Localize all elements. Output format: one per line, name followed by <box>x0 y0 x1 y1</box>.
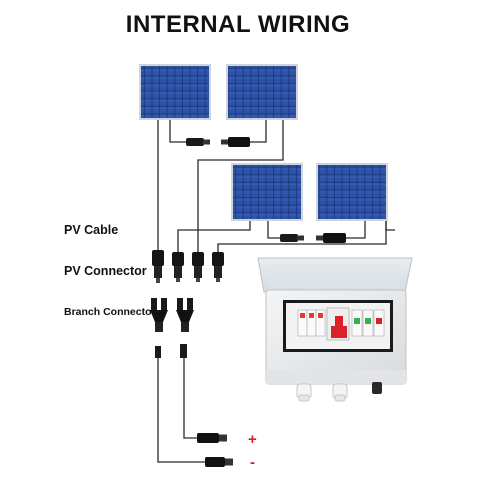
solar-panel-mid-left <box>231 163 303 221</box>
solar-panel-mid-right <box>316 163 388 221</box>
pv-connector-label: PV Connector <box>64 264 147 278</box>
page-title: INTERNAL WIRING <box>126 11 350 38</box>
solar-panel-top-left <box>139 64 211 120</box>
series-connector-mid <box>280 233 346 243</box>
combiner-box <box>257 257 413 402</box>
solar-panel-top-right <box>226 64 298 120</box>
branch-output-plug-left <box>155 346 161 358</box>
surge-protector <box>351 309 385 337</box>
positive-sign: + <box>248 431 257 448</box>
dc-isolator-switch <box>326 307 350 341</box>
output-connector-positive <box>197 433 227 443</box>
pv-connector-2 <box>172 252 184 282</box>
pv-connector-4 <box>212 252 224 282</box>
negative-sign: - <box>250 454 255 471</box>
wire-network <box>157 120 395 463</box>
series-connector-top <box>186 137 250 147</box>
branch-output-plug-right <box>180 344 187 358</box>
cable-glands <box>296 382 382 402</box>
pv-cable-label: PV Cable <box>64 223 118 237</box>
branch-connector-left <box>150 298 168 332</box>
output-connector-negative <box>205 457 233 467</box>
branch-connector-label: Branch Connector <box>64 306 156 318</box>
pv-connector-3 <box>192 252 204 282</box>
fuse-holders <box>297 309 326 337</box>
pv-connector-1 <box>152 250 164 283</box>
branch-connector-right <box>176 298 194 332</box>
